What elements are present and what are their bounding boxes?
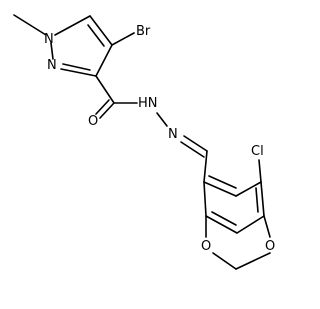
bond-ar-c3-c4 bbox=[260, 181, 265, 217]
bond-carbonyl-o bbox=[99, 102, 115, 119]
bond-nh-n bbox=[156, 112, 168, 127]
bond-o-right-ch2 bbox=[235, 252, 271, 270]
structure-diagram: N N Br HN N O Cl O O bbox=[13, 14, 275, 270]
bond-c3-carbonyl bbox=[95, 75, 115, 104]
atom-o-carbonyl-label: O bbox=[88, 114, 98, 129]
bond-carbonyl-o-double bbox=[95, 99, 110, 115]
bond-o-left-ch2 bbox=[212, 252, 237, 270]
bond-n-ch-double bbox=[180, 141, 205, 158]
atom-n1-label: N bbox=[44, 32, 54, 47]
bond-n1-c5 bbox=[54, 15, 91, 36]
atom-o-ring-left-label: O bbox=[201, 239, 211, 254]
bond-n2-n1 bbox=[50, 42, 54, 60]
bond-c5-c4 bbox=[89, 15, 113, 46]
atom-br-label: Br bbox=[136, 24, 151, 39]
bond-n1-methyl bbox=[13, 14, 47, 36]
bond-c4-c3 bbox=[95, 44, 113, 77]
bond-c4-br bbox=[111, 32, 135, 46]
bond-ar-o-right bbox=[263, 215, 271, 238]
bond-c3-n2-inner bbox=[62, 63, 91, 71]
bond-ar-c4-c5 bbox=[236, 215, 265, 234]
atom-n-imine-label: N bbox=[168, 127, 178, 142]
atom-o-ring-right-label: O bbox=[265, 239, 275, 254]
bond-n-ch bbox=[183, 135, 208, 152]
bond-ar-c3-c4-inner bbox=[255, 187, 259, 213]
bond-ar-cl bbox=[258, 159, 262, 183]
bond-ar-c1-c2-inner bbox=[208, 175, 237, 189]
bond-ar-c6-c1 bbox=[203, 181, 207, 217]
atom-n2-label: N bbox=[47, 58, 57, 73]
bond-ar-c5-c6-inner bbox=[211, 211, 237, 226]
atom-nh-label: HN bbox=[138, 96, 158, 111]
bond-c5-c4-inner bbox=[87, 24, 105, 47]
bond-ar-c2-c3 bbox=[235, 181, 262, 197]
bond-c3-n2 bbox=[60, 68, 97, 77]
bond-ar-c5-c6 bbox=[205, 215, 238, 234]
bond-ar-c1-c2 bbox=[203, 181, 237, 197]
bond-ch-ring bbox=[203, 150, 208, 183]
atom-cl-label: Cl bbox=[251, 144, 264, 159]
molecule-canvas: N N Br HN N O Cl O O bbox=[13, 14, 276, 270]
